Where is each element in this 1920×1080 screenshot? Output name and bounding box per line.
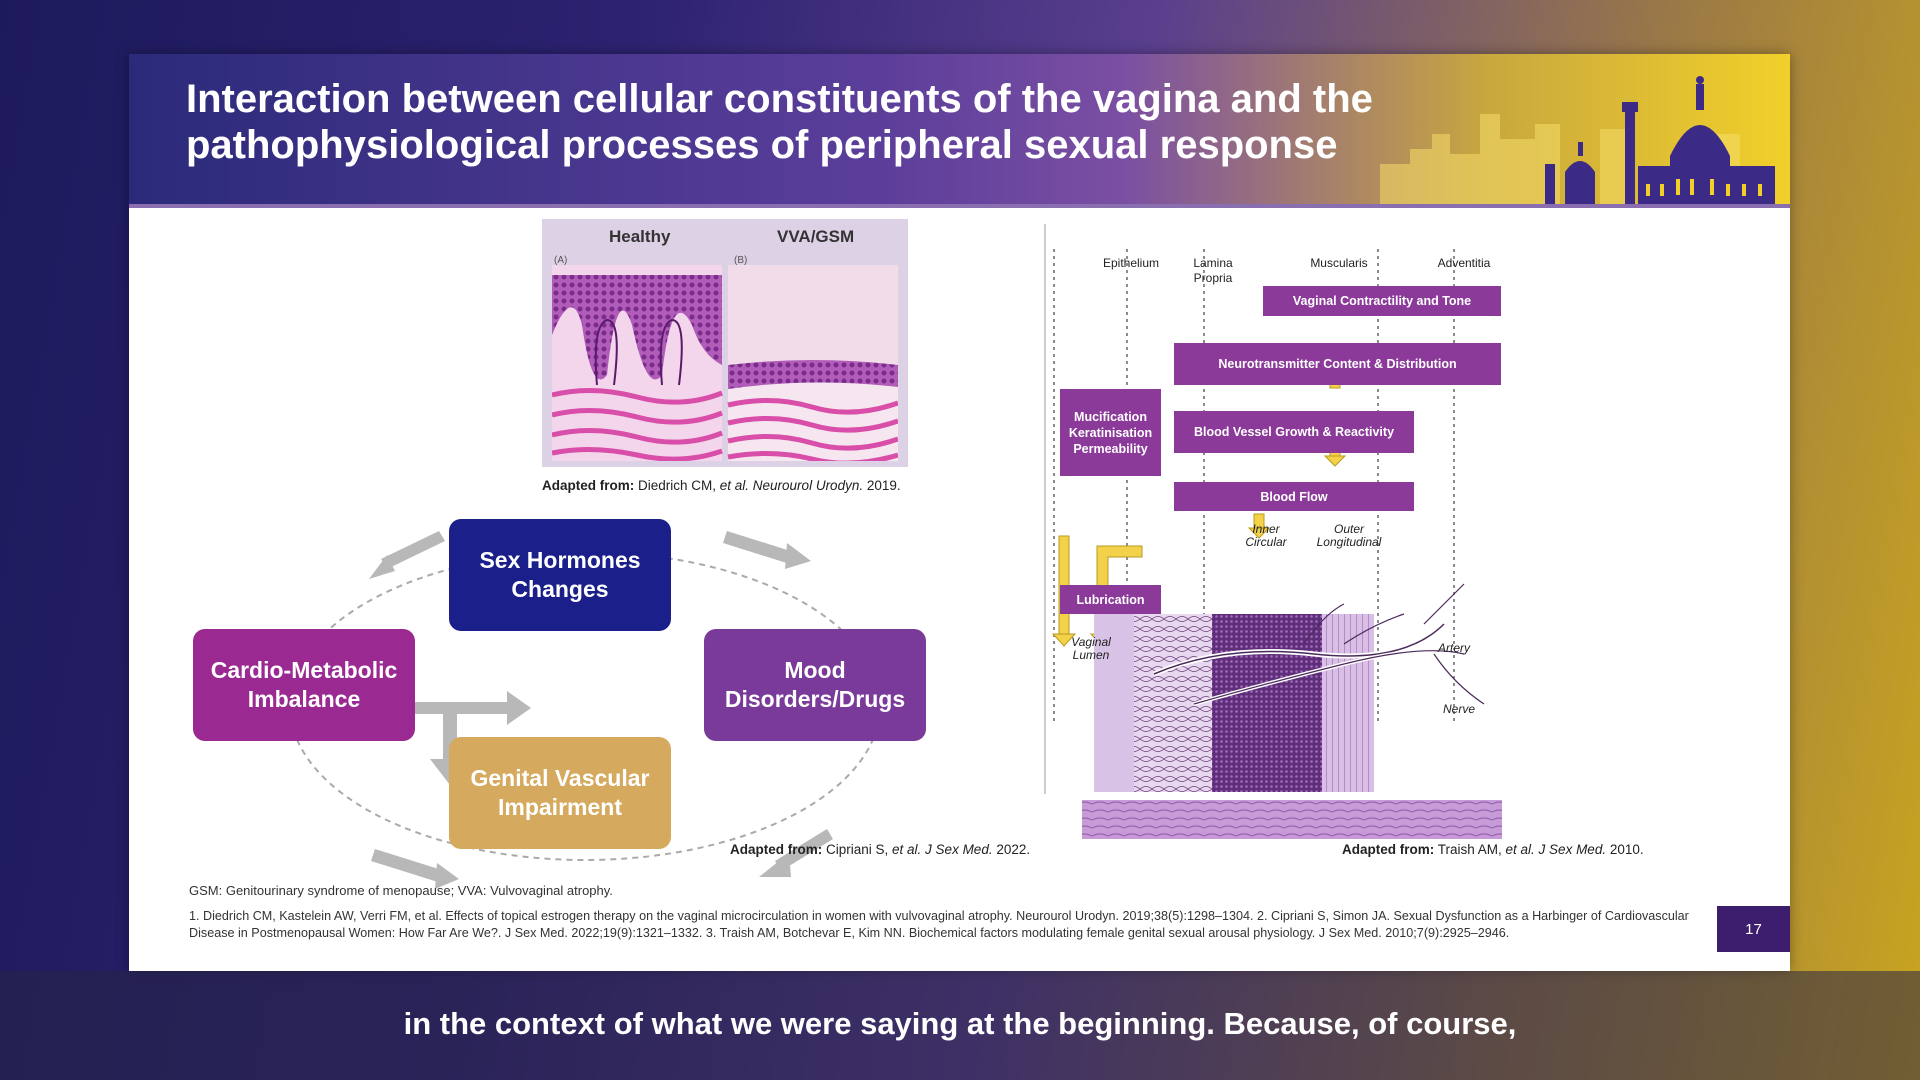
neurotransmitter-box: Neurotransmitter Content & Distribution bbox=[1174, 343, 1501, 385]
subtitle-bar bbox=[0, 971, 1920, 1080]
label-vaginal-lumen: Vaginal Lumen bbox=[1071, 635, 1111, 662]
caption-journal: et al. Neurourol Urodyn. bbox=[719, 478, 864, 493]
caption-year: 2022. bbox=[992, 842, 1031, 857]
histology-illustration bbox=[552, 265, 898, 461]
label-artery: Artery bbox=[1437, 641, 1470, 655]
caption-authors: Cipriani S, bbox=[822, 842, 893, 857]
tissue-caption: Adapted from: Traish AM, et al. J Sex Me… bbox=[1342, 842, 1644, 857]
column-muscularis: Muscularis bbox=[1310, 256, 1368, 270]
slide-title: Interaction between cellular constituent… bbox=[186, 76, 1386, 168]
cycle-caption: Adapted from: Cipriani S, et al. J Sex M… bbox=[730, 842, 1030, 857]
page-number: 17 bbox=[1717, 906, 1790, 952]
tissue-diagram-graphics bbox=[1044, 224, 1502, 839]
blood-flow-box: Blood Flow bbox=[1174, 482, 1414, 511]
abbreviations-note: GSM: Genitourinary syndrome of menopause… bbox=[189, 883, 613, 898]
title-line-1: Interaction between cellular constituent… bbox=[186, 77, 1373, 121]
histology-letter-b: (B) bbox=[734, 255, 748, 266]
label-outer-longitudinal: Outer Longitudinal bbox=[1316, 522, 1382, 549]
histology-label-healthy: Healthy bbox=[609, 227, 671, 246]
sex-hormones-box: Sex Hormones Changes bbox=[449, 519, 671, 631]
histology-caption: Adapted from: Diedrich CM, et al. Neurou… bbox=[542, 478, 901, 493]
video-subtitle: in the context of what we were saying at… bbox=[403, 1006, 1517, 1041]
contractility-box: Vaginal Contractility and Tone bbox=[1263, 286, 1501, 316]
genital-vascular-box: Genital Vascular Impairment bbox=[449, 737, 671, 849]
caption-prefix: Adapted from: bbox=[1342, 842, 1435, 857]
column-epithelium: Epithelium bbox=[1102, 256, 1160, 270]
city-skyline-illustration bbox=[1380, 76, 1775, 204]
caption-prefix: Adapted from: bbox=[730, 842, 823, 857]
caption-journal: et al. J Sex Med. bbox=[892, 842, 993, 857]
caption-journal: et al. J Sex Med. bbox=[1505, 842, 1607, 857]
column-lamina-propria: Lamina Propria bbox=[1193, 256, 1233, 285]
lubrication-box: Lubrication bbox=[1060, 585, 1161, 614]
caption-authors: Diedrich CM, bbox=[634, 478, 720, 493]
caption-authors: Traish AM, bbox=[1434, 842, 1506, 857]
title-line-2: pathophysiological processes of peripher… bbox=[186, 123, 1338, 167]
mucification-box: Mucification Keratinisation Permeability bbox=[1060, 389, 1161, 476]
cardio-metabolic-box: Cardio-Metabolic Imbalance bbox=[193, 629, 415, 741]
caption-year: 2019. bbox=[863, 478, 901, 493]
column-adventitia: Adventitia bbox=[1437, 256, 1491, 270]
references-text: 1. Diedrich CM, Kastelein AW, Verri FM, … bbox=[189, 909, 1689, 940]
blood-vessel-box: Blood Vessel Growth & Reactivity bbox=[1174, 411, 1414, 453]
mood-disorders-box: Mood Disorders/Drugs bbox=[704, 629, 926, 741]
label-nerve: Nerve bbox=[1442, 702, 1475, 716]
histology-label-vva: VVA/GSM bbox=[777, 227, 855, 246]
caption-year: 2010. bbox=[1606, 842, 1644, 857]
slide: Interaction between cellular constituent… bbox=[129, 54, 1790, 971]
caption-prefix: Adapted from: bbox=[542, 478, 635, 493]
histology-letter-a: (A) bbox=[554, 255, 568, 266]
label-inner-circular: Inner Circular bbox=[1245, 522, 1287, 549]
histology-panel: Healthy VVA/GSM (A) (B) bbox=[542, 219, 908, 467]
slide-header: Interaction between cellular constituent… bbox=[129, 54, 1790, 208]
